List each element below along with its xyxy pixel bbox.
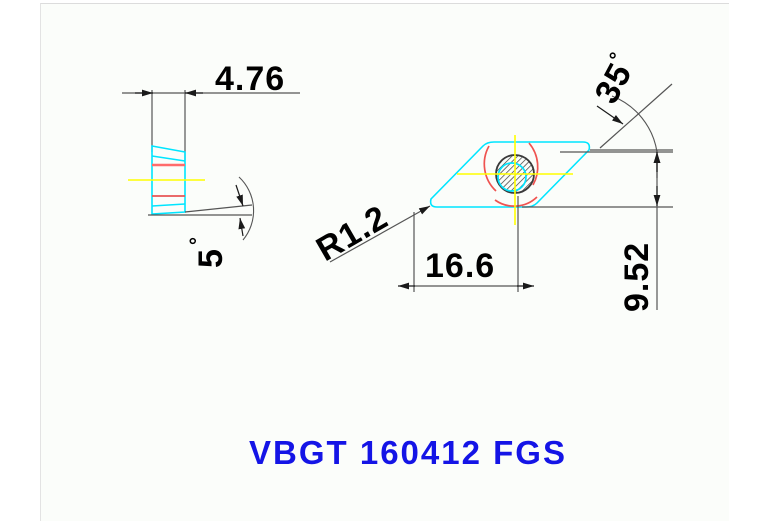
reference-line-angle-oblique bbox=[599, 83, 673, 149]
angle-arrow-included-upper bbox=[596, 105, 624, 125]
dimension-label-thickness: 4.76 bbox=[215, 60, 285, 98]
dimension-label-length: 16.6 bbox=[425, 247, 495, 285]
mounting-hole-inner-circle bbox=[497, 162, 527, 192]
dimension-label-width: 9.52 bbox=[618, 242, 656, 312]
angle-arc-included bbox=[611, 95, 658, 153]
chipbreaker-arc-upper bbox=[483, 145, 497, 192]
angle-arrow-clearance-upper bbox=[235, 184, 244, 207]
side-view-group: 5 ° 4.76 bbox=[122, 60, 300, 268]
degree-symbol-clearance-angle: ° bbox=[187, 237, 209, 245]
chipbreaker-arc-right bbox=[528, 142, 539, 186]
dimension-label-included-angle: 35 bbox=[588, 57, 640, 110]
angle-arrow-clearance-lower bbox=[238, 217, 246, 237]
side-view-bottom-inner-edge bbox=[151, 203, 186, 207]
top-view-group: R1.2 16.6 35 ° bbox=[310, 49, 673, 312]
leader-line-corner-radius bbox=[329, 205, 431, 263]
insert-outline bbox=[429, 141, 591, 208]
dimension-label-corner-radius: R1.2 bbox=[310, 198, 395, 269]
side-view-clearance-face-line bbox=[184, 204, 253, 213]
part-designation-label: VBGT 160412 FGS bbox=[249, 434, 567, 471]
drawing-sheet bbox=[40, 3, 729, 521]
dimension-label-clearance-angle: 5 bbox=[192, 248, 230, 268]
angle-arc-clearance bbox=[238, 176, 255, 241]
side-view-top-inner-edge bbox=[151, 155, 186, 162]
chipbreaker-arc-lower bbox=[494, 196, 538, 207]
